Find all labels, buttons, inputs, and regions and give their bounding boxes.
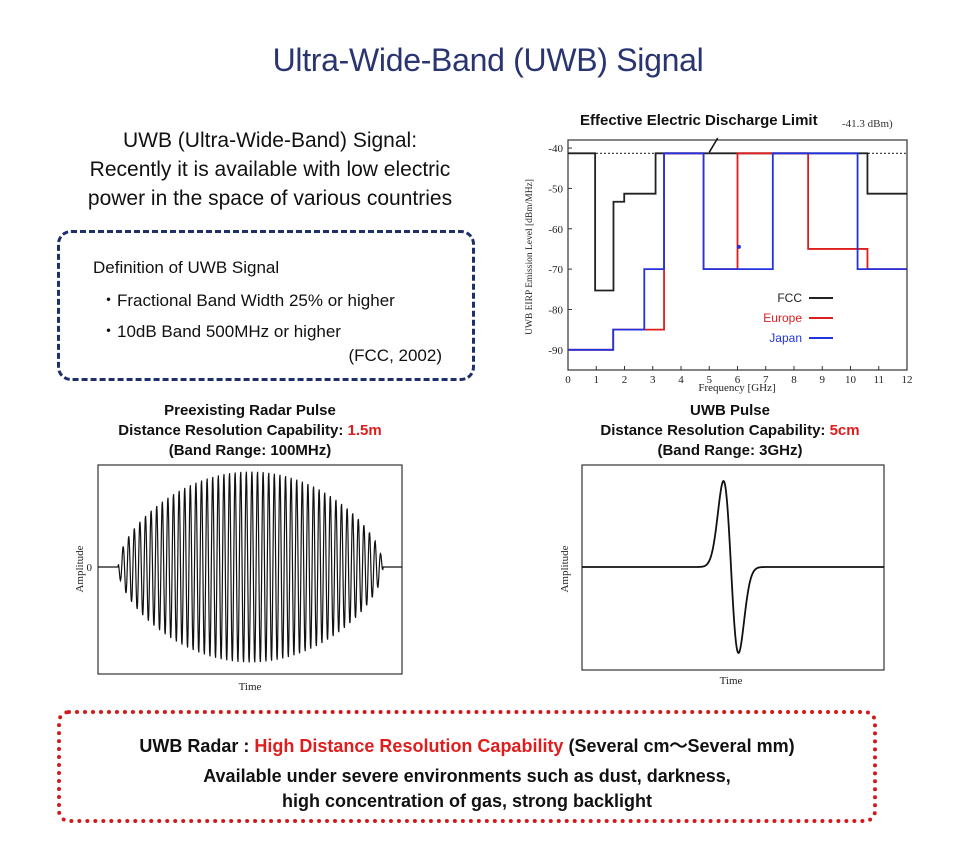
radar-resolution-label: Distance Resolution Capability:: [118, 422, 348, 439]
summary-suffix: (Several cm～Several mm): [563, 736, 795, 756]
series-line-europe: [568, 152, 907, 351]
x-tick-label-5: 5: [707, 374, 713, 386]
x-tick-label-9: 9: [820, 374, 826, 386]
summary-details: Available under severe environments such…: [61, 764, 873, 814]
legend-label-europe: Europe: [763, 311, 802, 325]
intro-line-2: Recently it is available with low electr…: [89, 158, 451, 181]
radar-xlabel: Time: [239, 681, 262, 692]
x-tick-label-12: 12: [902, 374, 913, 386]
series-line-japan: [568, 152, 907, 351]
summary-prefix: UWB Radar :: [139, 736, 255, 756]
definition-title: Definition of UWB Signal: [93, 258, 280, 277]
limit-pointer: [708, 137, 719, 153]
chart-title: Effective Electric Discharge Limit: [580, 112, 818, 129]
definition-source: (FCC, 2002): [348, 346, 442, 365]
uwb-waveform: [582, 479, 884, 655]
marker-dot: [736, 244, 741, 249]
x-tick-label-4: 4: [678, 374, 684, 386]
uwb-pulse-band-range: (Band Range: 3GHz): [657, 442, 803, 459]
y-tick-label-3: -70: [548, 264, 563, 276]
y-tick-label-5: -90: [548, 345, 563, 357]
x-tick-label-10: 10: [845, 374, 857, 386]
y-tick-label-1: -50: [548, 183, 563, 195]
radar-ylabel: Amplitude: [74, 545, 86, 592]
x-tick-label-11: 11: [873, 374, 884, 386]
radar-pulse-plot: Amplitude 0 Time: [74, 464, 403, 692]
radar-caption-title: Preexisting Radar Pulse: [164, 402, 336, 419]
intro-text: UWB (Ultra-Wide-Band) Signal: Recently i…: [60, 126, 480, 213]
radar-zero-label: 0: [87, 562, 93, 574]
radar-plot-frame: [97, 464, 403, 675]
y-tick-label-2: -60: [548, 224, 563, 236]
summary-box: UWB Radar : High Distance Resolution Cap…: [57, 710, 877, 823]
uwb-pulse-resolution-label: Distance Resolution Capability:: [600, 422, 830, 439]
x-tick-label-2: 2: [622, 374, 628, 386]
uwb-pulse-plot: Amplitude Time: [559, 464, 885, 687]
radar-resolution: Distance Resolution Capability: 1.5m: [90, 421, 410, 441]
definition-item-10db: ・10dB Band 500MHz or higher: [100, 322, 341, 341]
emission-limit-chart: Effective Electric Discharge Limit -41.3…: [525, 112, 913, 394]
legend-label-japan: Japan: [769, 331, 802, 345]
summary-line-2: Available under severe environments such…: [203, 766, 731, 786]
uwb-pulse-caption-title: UWB Pulse: [689, 402, 770, 419]
uwb-pulse-resolution-value: 5cm: [829, 422, 860, 439]
definition-box: Definition of UWB Signal ・Fractional Ban…: [57, 230, 475, 381]
uwb-pulse-ylabel: Amplitude: [559, 545, 571, 592]
x-tick-label-0: 0: [565, 374, 571, 386]
x-tick-label-8: 8: [791, 374, 797, 386]
summary-line-3: high concentration of gas, strong backli…: [281, 791, 653, 811]
x-tick-label-3: 3: [650, 374, 656, 386]
series-line-fcc: [568, 152, 907, 292]
uwb-pulse-resolution: Distance Resolution Capability: 5cm: [575, 421, 885, 441]
radar-band-range: (Band Range: 100MHz): [168, 442, 332, 459]
radar-resolution-value: 1.5m: [347, 422, 382, 439]
x-tick-label-1: 1: [594, 374, 600, 386]
x-tick-label-6: 6: [735, 374, 741, 386]
limit-label: -41.3 dBm): [842, 118, 893, 130]
definition-item-bandwidth: ・Fractional Band Width 25% or higher: [100, 291, 395, 310]
uwb-pulse-caption: UWB Pulse Distance Resolution Capability…: [575, 401, 885, 461]
radar-caption: Preexisting Radar Pulse Distance Resolut…: [90, 401, 410, 461]
page-title: Ultra-Wide-Band (UWB) Signal: [272, 42, 704, 78]
uwb-pulse-xlabel: Time: [720, 675, 743, 687]
intro-line-1: UWB (Ultra-Wide-Band) Signal:: [122, 129, 418, 152]
y-tick-label-4: -80: [548, 304, 563, 316]
summary-line-1: UWB Radar : High Distance Resolution Cap…: [61, 732, 873, 758]
summary-highlight: High Distance Resolution Capability: [254, 736, 564, 756]
chart-xlabel: Frequency [GHz]: [698, 382, 775, 394]
chart-ylabel: UWB EIRP Emission Level [dBm/MHz]: [525, 179, 535, 335]
x-tick-label-7: 7: [763, 374, 769, 386]
radar-waveform: [98, 471, 402, 663]
legend-label-fcc: FCC: [777, 291, 802, 305]
y-tick-label-0: -40: [548, 143, 563, 155]
intro-line-3: power in the space of various countries: [87, 187, 453, 210]
